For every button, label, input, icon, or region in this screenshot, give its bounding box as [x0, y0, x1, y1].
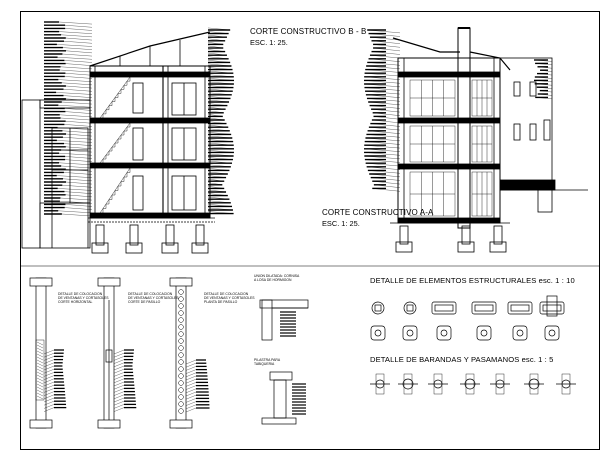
- section-aa-drawing: [363, 27, 588, 253]
- railing-details-title: DETALLE DE BARANDAS Y PASAMANOS esc. 1 :…: [370, 355, 554, 364]
- joint-detail-1-label: UNION DILATADA: CORNISA A LOSA DE HORMIG…: [254, 274, 300, 282]
- window-detail-3-label: DETALLE DE COLOCACION DE VENTANAS Y CORT…: [204, 292, 255, 304]
- notes-right-bb: [207, 27, 235, 215]
- structural-elements-drawing: [370, 295, 565, 341]
- window-detail-2-label: DETALLE DE COLOCACION DE VENTANAS Y CORT…: [128, 292, 179, 304]
- notes-left-bb: [44, 21, 93, 217]
- window-details-drawing: [29, 277, 210, 429]
- joint-details-drawing: [259, 299, 309, 425]
- railing-details-drawing: [370, 373, 576, 395]
- section-aa-title: CORTE CONSTRUCTIVO A-A: [322, 208, 434, 217]
- section-bb-drawing: [21, 21, 235, 254]
- structural-details-title: DETALLE DE ELEMENTOS ESTRUCTURALES esc. …: [370, 276, 575, 285]
- section-bb-title: CORTE CONSTRUCTIVO B - B: [250, 27, 367, 36]
- section-bb-scale: ESC. 1: 25.: [250, 38, 288, 47]
- joint-detail-2-label: PILASTRA PARA TABIQUERIA: [254, 358, 281, 366]
- notes-left-aa: [363, 29, 401, 192]
- section-aa-scale: ESC. 1: 25.: [322, 219, 360, 228]
- window-detail-1-label: DETALLE DE COLOCACION DE VENTANAS Y CORT…: [58, 292, 109, 304]
